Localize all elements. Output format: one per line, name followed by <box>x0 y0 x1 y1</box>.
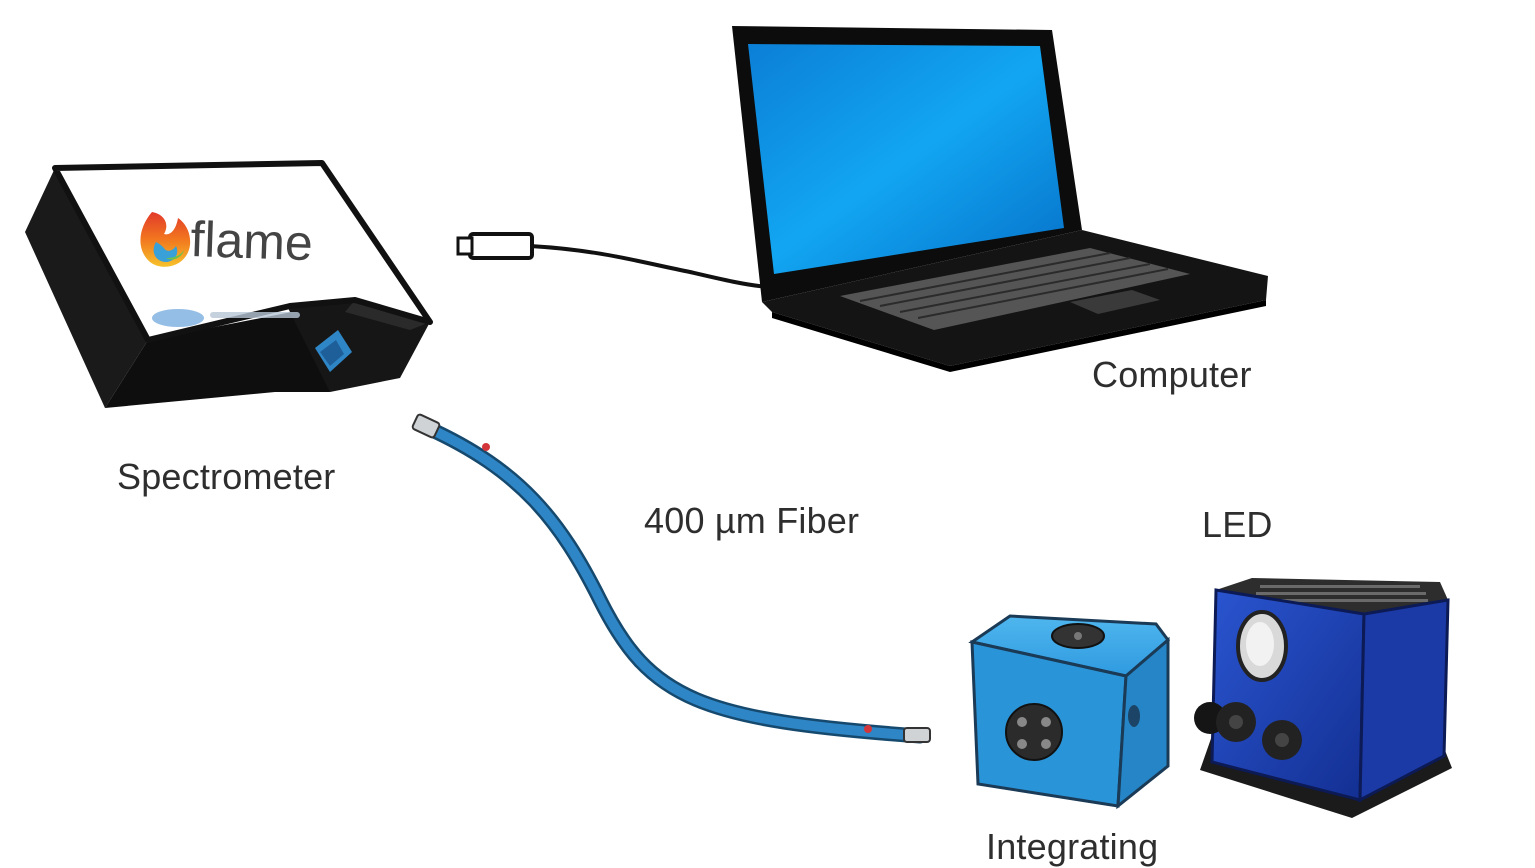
usb-connector-icon <box>468 232 534 260</box>
laptop-computer <box>732 26 1268 372</box>
computer-label: Computer <box>1092 354 1252 395</box>
usb-cable <box>456 232 769 289</box>
integrating-label: Integrating <box>986 826 1159 867</box>
spectrometer-device: flame <box>25 160 433 408</box>
spectrometer-brand-text: flame <box>190 211 314 271</box>
led-knob-icon <box>1194 702 1302 760</box>
sphere-port-side-icon <box>1128 705 1140 727</box>
laptop-screen <box>748 44 1064 274</box>
led-light-source <box>1194 578 1452 818</box>
sphere-port-top-icon <box>1051 623 1105 649</box>
oem-badge-icon <box>152 309 300 327</box>
flame-logo-icon <box>140 212 191 267</box>
fiber-label: 400 µm Fiber <box>644 500 860 541</box>
laptop-touchpad <box>1070 290 1160 314</box>
optical-fiber <box>411 413 931 744</box>
fiber-port-icon <box>315 330 352 372</box>
led-label: LED <box>1202 504 1273 545</box>
integrating-sphere <box>968 614 1171 810</box>
led-lens-icon <box>1236 610 1288 682</box>
sphere-port-front-icon <box>1005 703 1063 761</box>
fiber-connector-left-icon <box>411 413 441 439</box>
spectrometer-label: Spectrometer <box>117 456 336 497</box>
fiber-connector-right-icon <box>903 727 931 743</box>
